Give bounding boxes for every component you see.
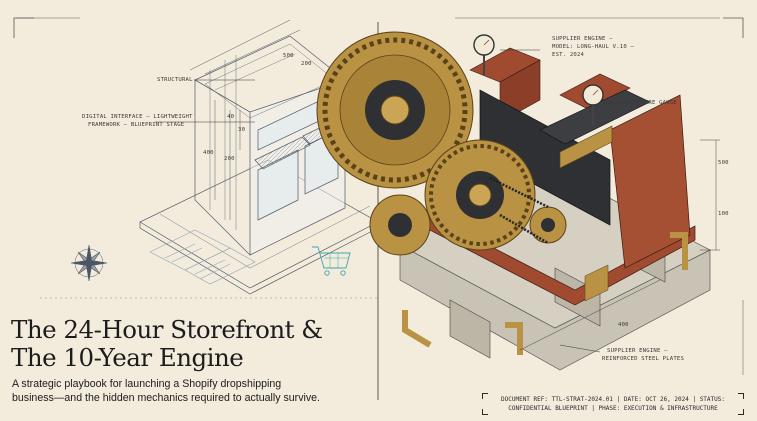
- dimension-label: 100: [718, 211, 729, 217]
- document-reference: DOCUMENT REF: TTL-STRAT-2024.01 | DATE: …: [482, 393, 744, 415]
- label-pressure-gauge: PRESSURE GAUGE: [627, 100, 677, 106]
- title-line-1: The 24-Hour Storefront &: [11, 315, 323, 344]
- doc-ref-line-2: CONFIDENTIAL BLUEPRINT | PHASE: EXECUTIO…: [508, 405, 718, 412]
- dimension-label: 500: [283, 53, 294, 59]
- dimension-label: 400: [203, 150, 214, 156]
- bracket-corner: [738, 409, 744, 415]
- dimension-label: 200: [224, 156, 235, 162]
- dimension-label: 400: [618, 322, 629, 328]
- pressure-gauge-icon: [473, 34, 604, 125]
- subtitle-line-2: business—and the hidden mechanics requir…: [12, 391, 320, 404]
- label-digital-interface-2: FRAMEWORK – BLUEPRINT STAGE: [88, 122, 185, 128]
- dimension-label: 30: [238, 127, 246, 133]
- frame-corners: [13, 17, 744, 375]
- label-supplier-engine-bottom-2: REINFORCED STEEL PLATES: [602, 356, 685, 362]
- title-line-2: The 10-Year Engine: [11, 343, 244, 372]
- dimension-label: 40: [227, 114, 235, 120]
- bracket-corner: [482, 393, 488, 399]
- label-structural: STRUCTURAL: [157, 77, 193, 83]
- supplier-engine: [316, 31, 720, 371]
- label-digital-interface-1: DIGITAL INTERFACE – LIGHTWEIGHT: [82, 114, 193, 120]
- dimension-label: 500: [718, 160, 729, 166]
- label-supplier-engine-top-1: SUPPLIER ENGINE –: [552, 36, 613, 42]
- dimension-label: 200: [301, 61, 312, 67]
- wireframe-panels: [149, 229, 256, 285]
- bracket-corner: [738, 393, 744, 399]
- label-supplier-engine-bottom-1: SUPPLIER ENGINE –: [607, 348, 668, 354]
- doc-ref-line-1: DOCUMENT REF: TTL-STRAT-2024.01 | DATE: …: [501, 396, 725, 403]
- bracket-corner: [482, 409, 488, 415]
- subtitle-line-1: A strategic playbook for launching a Sho…: [12, 378, 282, 390]
- subtitle: A strategic playbook for launching a Sho…: [12, 378, 362, 405]
- compass-rose-icon: [70, 244, 108, 282]
- label-supplier-engine-top-2: MODEL: LONG-HAUL V.10 –: [552, 44, 635, 50]
- page-title: The 24-Hour Storefront & The 10-Year Eng…: [11, 316, 323, 372]
- shopping-cart-icon: [312, 246, 351, 276]
- label-supplier-engine-top-3: EST. 2024: [552, 52, 585, 58]
